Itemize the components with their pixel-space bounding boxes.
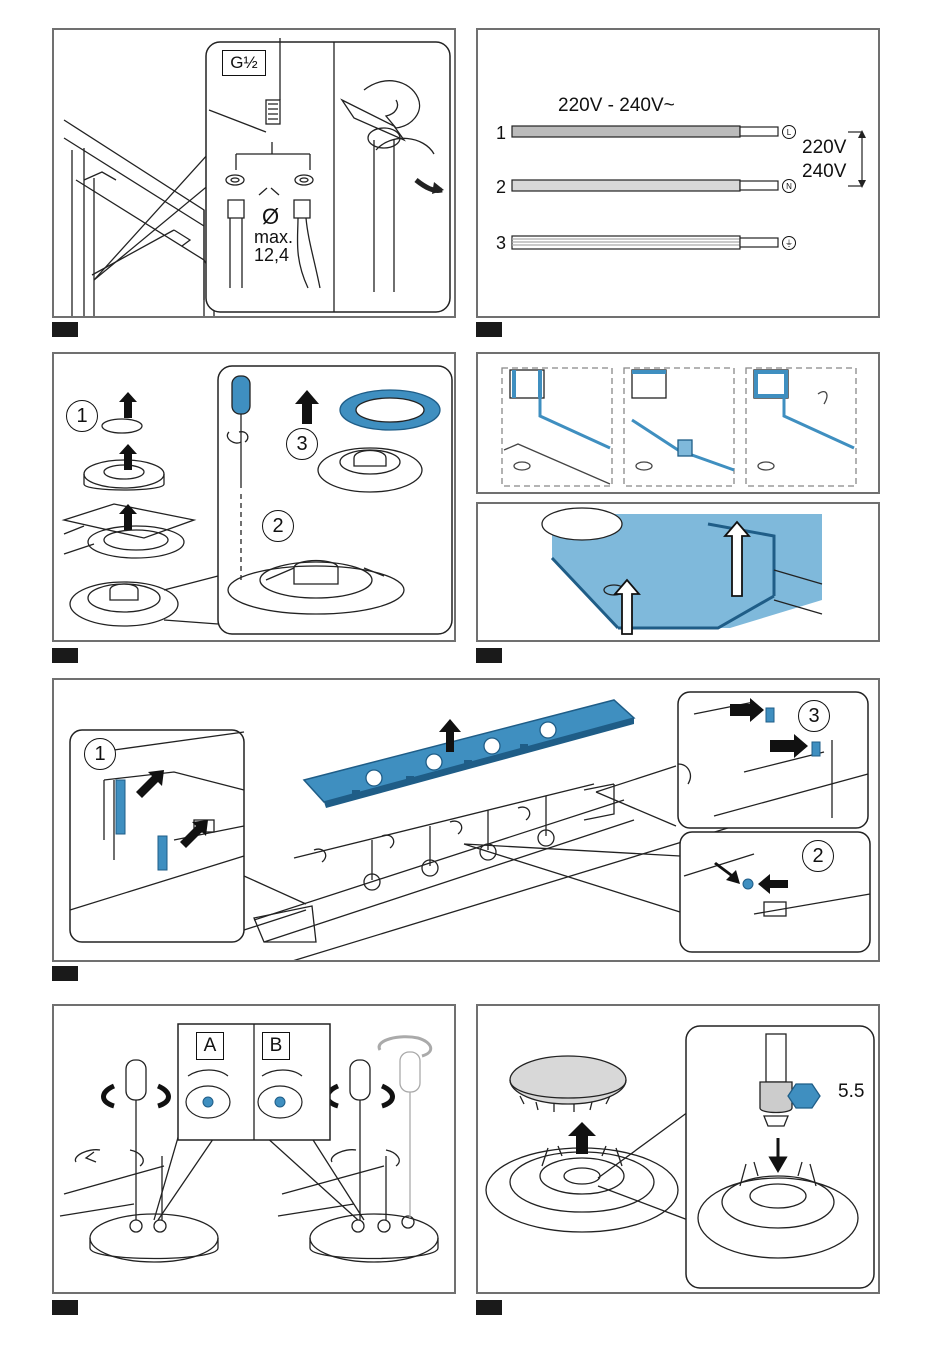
step-3-marker: 3 [798,700,830,732]
figure-control-panel: 1 2 3 [52,678,880,962]
voltage-title: 220V - 240V~ [558,96,675,115]
figure-tab [52,648,78,663]
option-a-label: A [196,1032,224,1060]
figure-tab [476,1300,502,1315]
voltage-low: 220V [802,138,846,157]
step-1-marker: 1 [66,400,98,432]
figure-seal-lifting [476,502,880,642]
step-2-marker: 2 [802,840,834,872]
voltage-high: 240V [802,162,846,181]
figure-tab [476,322,502,337]
figure-tab [52,1300,78,1315]
max-label: max. [254,228,293,246]
option-b-label: B [262,1032,290,1060]
figure-tab [52,966,78,981]
valve-adjustment-illustration [54,1006,456,1294]
terminal-n: N [782,179,796,193]
wrench-size: 5.5 [838,1082,864,1101]
figure-tab [52,322,78,337]
figure-valve-adjustment: A B [52,1004,456,1294]
figure-wiring: 220V - 240V~ 1 2 3 L N ⏚ 220V 240V [476,28,880,318]
step-3-marker: 3 [286,428,318,460]
thread-label-box: G½ [222,50,266,76]
wire-number-1: 1 [496,124,506,142]
figure-burner-disassembly: 1 2 3 [52,352,456,642]
diameter-symbol: Ø [262,206,279,228]
max-value: 12,4 [254,246,289,264]
seal-options-illustration [478,354,880,494]
step-2-marker: 2 [262,510,294,542]
terminal-l: L [782,125,796,139]
earth-ground-icon: ⏚ [782,236,796,250]
figure-injector-change: 5.5 [476,1004,880,1294]
burner-disassembly-illustration [54,354,456,642]
wire-number-3: 3 [496,234,506,252]
seal-lifting-illustration [478,504,880,642]
injector-change-illustration [478,1006,880,1294]
wire-number-2: 2 [496,178,506,196]
control-panel-illustration [54,680,880,962]
figure-tab [476,648,502,663]
figure-gas-connection: G½ Ø max. 12,4 [52,28,456,318]
figure-seal-options [476,352,880,494]
step-1-marker: 1 [84,738,116,770]
